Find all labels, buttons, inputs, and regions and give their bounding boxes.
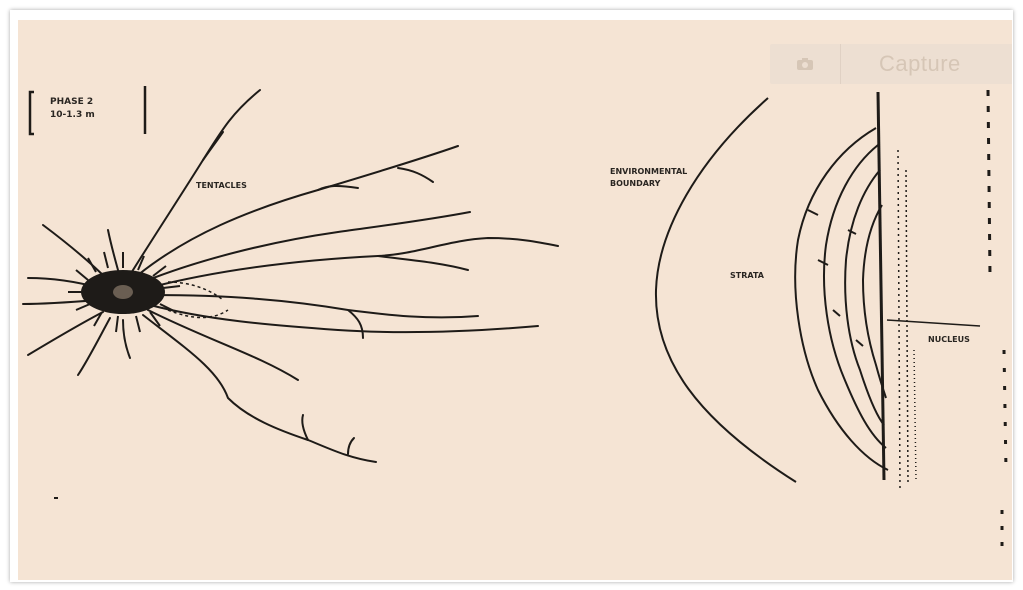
tentacles-label: TENTACLES [196,181,247,190]
strata-layers [795,128,888,470]
boundary-label-line2: BOUNDARY [610,179,661,188]
right-edge-marks [988,90,1006,550]
scale-label-line1: PHASE 2 [50,97,93,107]
camera-icon [770,44,841,84]
nucleus-wall [878,92,980,490]
scale-label-line2: 10-1.3 m [50,110,95,120]
strata-label: STRATA [730,271,765,280]
capture-button[interactable]: Capture [770,44,1012,84]
boundary-label-line1: ENVIRONMENTAL [610,167,687,176]
environmental-boundary-arc [656,98,796,482]
diagram-canvas: PHASE 2 10-1.3 m [18,20,1012,580]
capture-label: Capture [879,51,961,77]
nucleus-label: NUCLEUS [928,335,970,344]
diagram-figure: PHASE 2 10-1.3 m [18,20,1012,580]
